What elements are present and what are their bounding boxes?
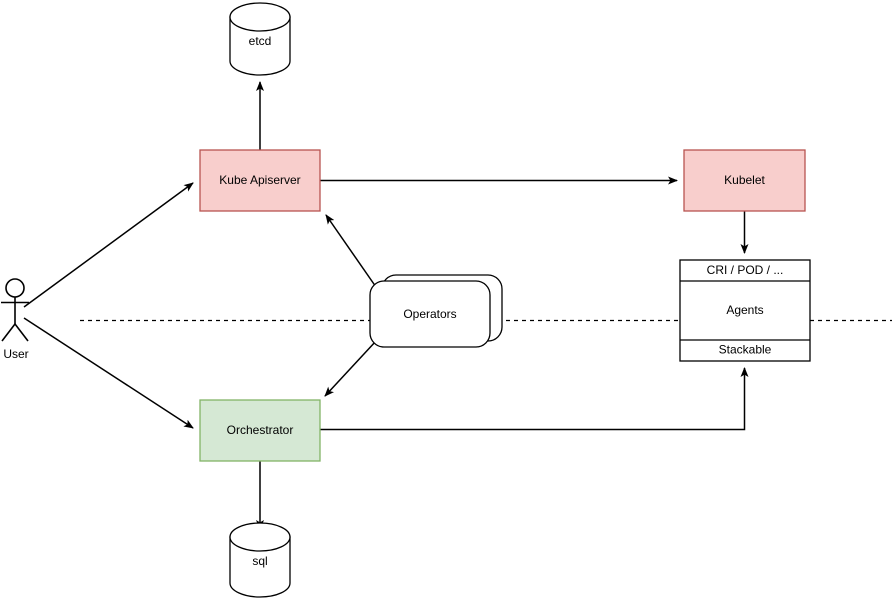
- node-user[interactable]: User: [1, 278, 29, 361]
- node-etcd[interactable]: etcd: [229, 2, 291, 76]
- node-user-label: User: [3, 347, 28, 361]
- node-orchestrator[interactable]: Orchestrator: [199, 399, 321, 462]
- node-kubelet-label: Kubelet: [724, 173, 765, 187]
- node-kube-apiserver[interactable]: Kube Apiserver: [199, 149, 321, 212]
- node-agents[interactable]: CRI / POD / ... Agents Stackable: [679, 259, 811, 362]
- edge-operators-to-kube-apiserver: [325, 214, 377, 288]
- node-sql-label: sql: [252, 554, 267, 568]
- edge-user-to-orchestrator: [23, 317, 194, 429]
- node-orchestrator-label: Orchestrator: [227, 423, 294, 437]
- node-operators[interactable]: Operators: [369, 274, 503, 348]
- node-sql[interactable]: sql: [229, 522, 291, 598]
- user-head-icon: [5, 278, 25, 298]
- node-etcd-label: etcd: [249, 34, 272, 48]
- node-kube-apiserver-label: Kube Apiserver: [219, 173, 300, 187]
- node-kubelet[interactable]: Kubelet: [683, 149, 806, 212]
- edge-orchestrator-to-stackable: [320, 367, 749, 431]
- node-agents-footer-label: Stackable: [719, 343, 772, 357]
- node-agents-body-label: Agents: [726, 303, 763, 317]
- node-agents-header-label: CRI / POD / ...: [707, 263, 784, 277]
- user-legs-icon: [1, 323, 29, 342]
- edge-user-to-kube-apiserver: [23, 182, 194, 308]
- edge-operators-to-orchestrator: [324, 340, 377, 397]
- node-operators-label: Operators: [403, 307, 456, 321]
